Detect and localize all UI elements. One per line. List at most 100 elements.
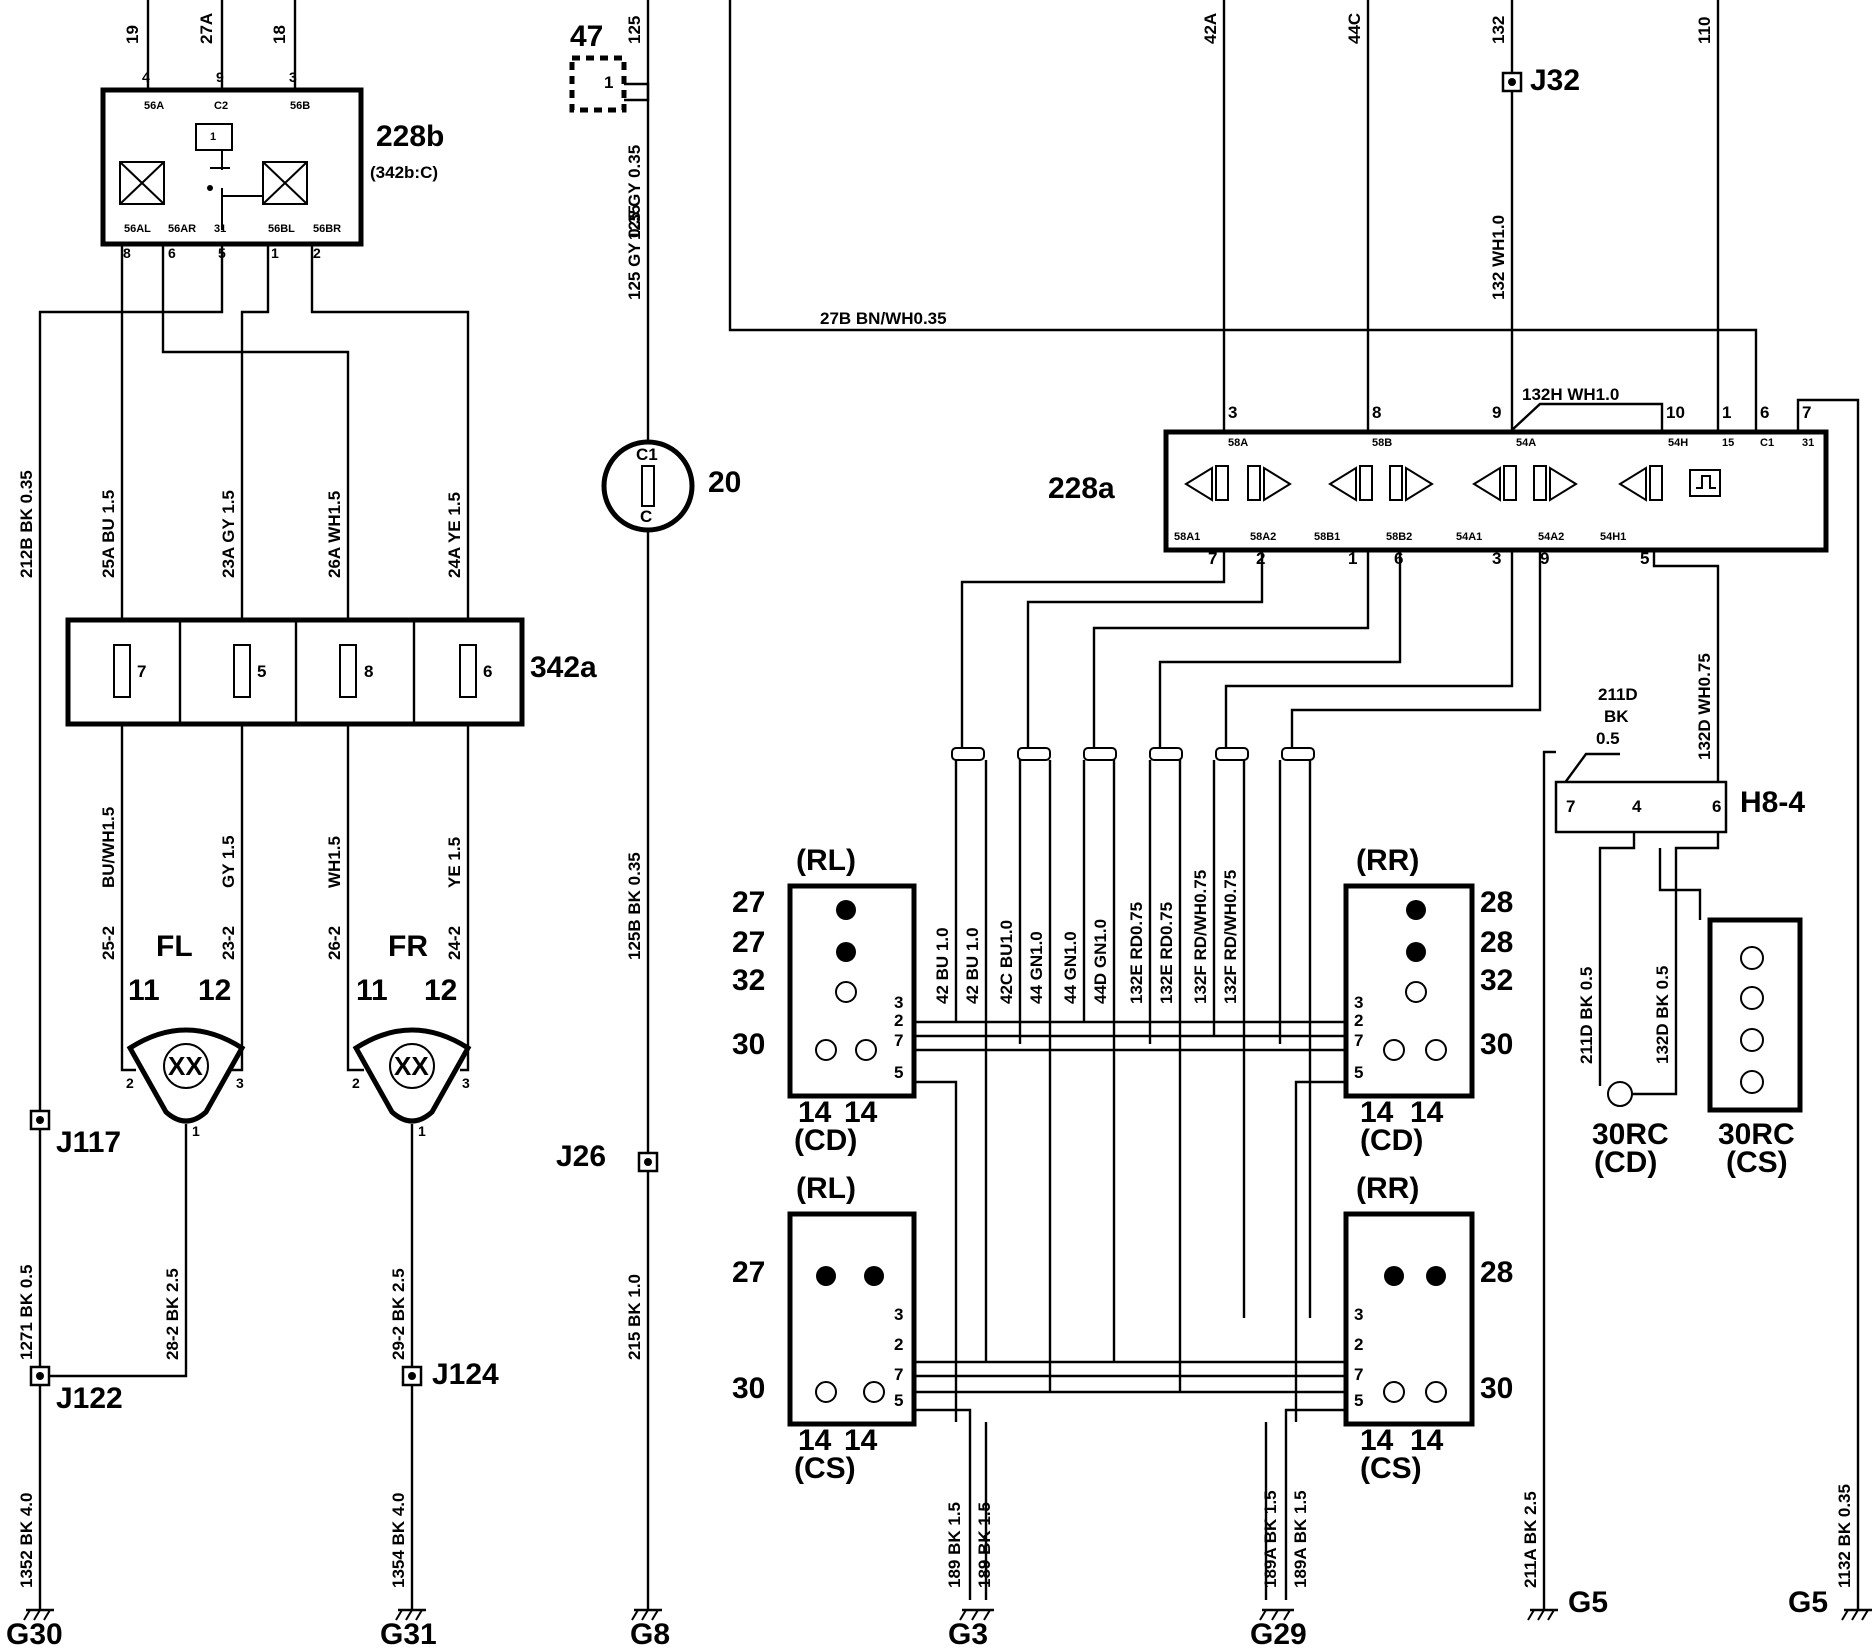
svg-text:211D: 211D <box>1598 685 1638 704</box>
svg-text:26-2: 26-2 <box>325 926 344 960</box>
label-228a: 228a <box>1048 472 1115 505</box>
label-228b: 228b <box>376 120 444 153</box>
svg-text:G3: G3 <box>948 1618 988 1648</box>
svg-text:132D WH0.75: 132D WH0.75 <box>1695 653 1714 760</box>
svg-text:7: 7 <box>894 1031 903 1050</box>
svg-text:9: 9 <box>1492 403 1501 422</box>
svg-text:24A YE 1.5: 24A YE 1.5 <box>445 492 464 578</box>
svg-text:7: 7 <box>1566 797 1575 816</box>
svg-text:11: 11 <box>356 974 388 1007</box>
svg-text:J124: J124 <box>432 1358 499 1391</box>
label-h8-4: H8-4 <box>1740 786 1805 819</box>
svg-text:(RR): (RR) <box>1356 1172 1419 1205</box>
svg-text:FR: FR <box>388 930 428 963</box>
svg-text:27: 27 <box>732 886 765 919</box>
svg-text:(RL): (RL) <box>796 1172 856 1205</box>
svg-text:132F RD/WH0.75: 132F RD/WH0.75 <box>1221 870 1240 1004</box>
svg-text:6: 6 <box>483 662 492 681</box>
ground-g3: G3 <box>948 1608 994 1648</box>
headlamp-fr: FR 11 12 XX 2 3 1 <box>352 930 472 1139</box>
svg-text:11: 11 <box>128 974 160 1007</box>
svg-text:2: 2 <box>894 1011 903 1030</box>
svg-text:54A: 54A <box>1516 437 1536 449</box>
svg-text:J117: J117 <box>56 1126 121 1159</box>
harness-bundles <box>951 747 1315 761</box>
lamp-30rc-cs <box>1707 917 1803 1113</box>
svg-text:30: 30 <box>732 1372 765 1405</box>
svg-text:44 GN1.0: 44 GN1.0 <box>1061 931 1080 1004</box>
svg-text:J122: J122 <box>56 1382 123 1415</box>
svg-text:1352 BK 4.0: 1352 BK 4.0 <box>17 1493 36 1588</box>
svg-text:20: 20 <box>708 466 741 499</box>
svg-text:14: 14 <box>844 1424 878 1457</box>
svg-text:2: 2 <box>352 1075 360 1091</box>
svg-text:29-2 BK 2.5: 29-2 BK 2.5 <box>389 1268 408 1360</box>
svg-text:1: 1 <box>271 245 279 261</box>
svg-text:1132 BK 0.35: 1132 BK 0.35 <box>1835 1484 1854 1588</box>
svg-text:6: 6 <box>1394 549 1403 568</box>
svg-text:12: 12 <box>424 974 457 1007</box>
svg-text:9: 9 <box>216 69 224 85</box>
ground-g31: G31 <box>380 1608 437 1648</box>
svg-text:27B BN/WH0.35: 27B BN/WH0.35 <box>820 309 947 328</box>
svg-text:G8: G8 <box>630 1618 670 1648</box>
svg-text:44C: 44C <box>1345 13 1364 44</box>
svg-text:14: 14 <box>798 1096 832 1129</box>
svg-text:31: 31 <box>214 223 226 235</box>
svg-text:189 BK 1.5: 189 BK 1.5 <box>975 1502 994 1588</box>
svg-text:5: 5 <box>1640 549 1649 568</box>
svg-text:189A BK 1.5: 189A BK 1.5 <box>1261 1490 1280 1588</box>
svg-text:(CD): (CD) <box>1594 1146 1657 1179</box>
svg-text:30: 30 <box>732 1028 765 1061</box>
svg-text:3: 3 <box>462 1075 470 1091</box>
svg-text:30: 30 <box>1480 1372 1513 1405</box>
svg-text:56BL: 56BL <box>268 223 295 235</box>
svg-text:15: 15 <box>1722 437 1734 449</box>
svg-text:24-2: 24-2 <box>445 926 464 960</box>
svg-text:132: 132 <box>1489 16 1508 44</box>
svg-text:56A: 56A <box>144 100 164 112</box>
svg-text:110: 110 <box>1695 17 1714 44</box>
svg-text:7: 7 <box>1802 403 1811 422</box>
svg-text:WH1.5: WH1.5 <box>325 836 344 888</box>
ground-g29: G29 <box>1250 1608 1307 1648</box>
svg-text:5: 5 <box>1354 1063 1363 1082</box>
headlamp-fl: FL 11 12 XX 2 3 1 <box>126 930 246 1139</box>
svg-text:58A2: 58A2 <box>1250 531 1276 543</box>
svg-text:32: 32 <box>732 964 765 997</box>
svg-text:1354 BK 4.0: 1354 BK 4.0 <box>389 1493 408 1588</box>
svg-text:132H WH1.0: 132H WH1.0 <box>1522 385 1619 404</box>
svg-text:132E RD0.75: 132E RD0.75 <box>1157 902 1176 1004</box>
svg-text:211D BK 0.5: 211D BK 0.5 <box>1577 967 1596 1064</box>
svg-text:47: 47 <box>570 20 603 53</box>
svg-text:19: 19 <box>123 25 142 44</box>
svg-text:3: 3 <box>289 69 297 85</box>
svg-text:30RC: 30RC <box>1592 1118 1669 1151</box>
lamp-rr-cd: (RR) 28 28 32 30 3 2 7 5 14 14 (CD) <box>1343 844 1513 1157</box>
svg-text:32: 32 <box>1480 964 1513 997</box>
svg-text:6: 6 <box>1712 797 1721 816</box>
svg-text:3: 3 <box>1354 993 1363 1012</box>
svg-text:G30: G30 <box>6 1618 63 1648</box>
svg-text:C2: C2 <box>214 100 228 112</box>
svg-text:3: 3 <box>1354 1305 1363 1324</box>
svg-text:44D GN1.0: 44D GN1.0 <box>1091 919 1110 1004</box>
svg-text:2: 2 <box>313 245 321 261</box>
svg-text:42A: 42A <box>1201 13 1220 44</box>
svg-text:30RC: 30RC <box>1718 1118 1795 1151</box>
svg-text:54H: 54H <box>1668 437 1688 449</box>
lamp-rr-cs: (RR) 28 30 3 2 7 5 14 14 (CS) <box>1343 1172 1513 1485</box>
svg-text:XX: XX <box>168 1051 203 1081</box>
svg-text:G31: G31 <box>380 1618 437 1648</box>
relay-228b <box>100 87 364 247</box>
ground-g5-a: G5 <box>1527 1586 1608 1621</box>
svg-text:1: 1 <box>1722 403 1731 422</box>
svg-text:9: 9 <box>1540 549 1549 568</box>
svg-text:18: 18 <box>270 25 289 44</box>
svg-text:27A: 27A <box>197 13 216 44</box>
svg-text:5: 5 <box>894 1391 903 1410</box>
svg-text:132D BK 0.5: 132D BK 0.5 <box>1653 966 1672 1064</box>
svg-text:30: 30 <box>1480 1028 1513 1061</box>
svg-text:56BR: 56BR <box>313 223 341 235</box>
